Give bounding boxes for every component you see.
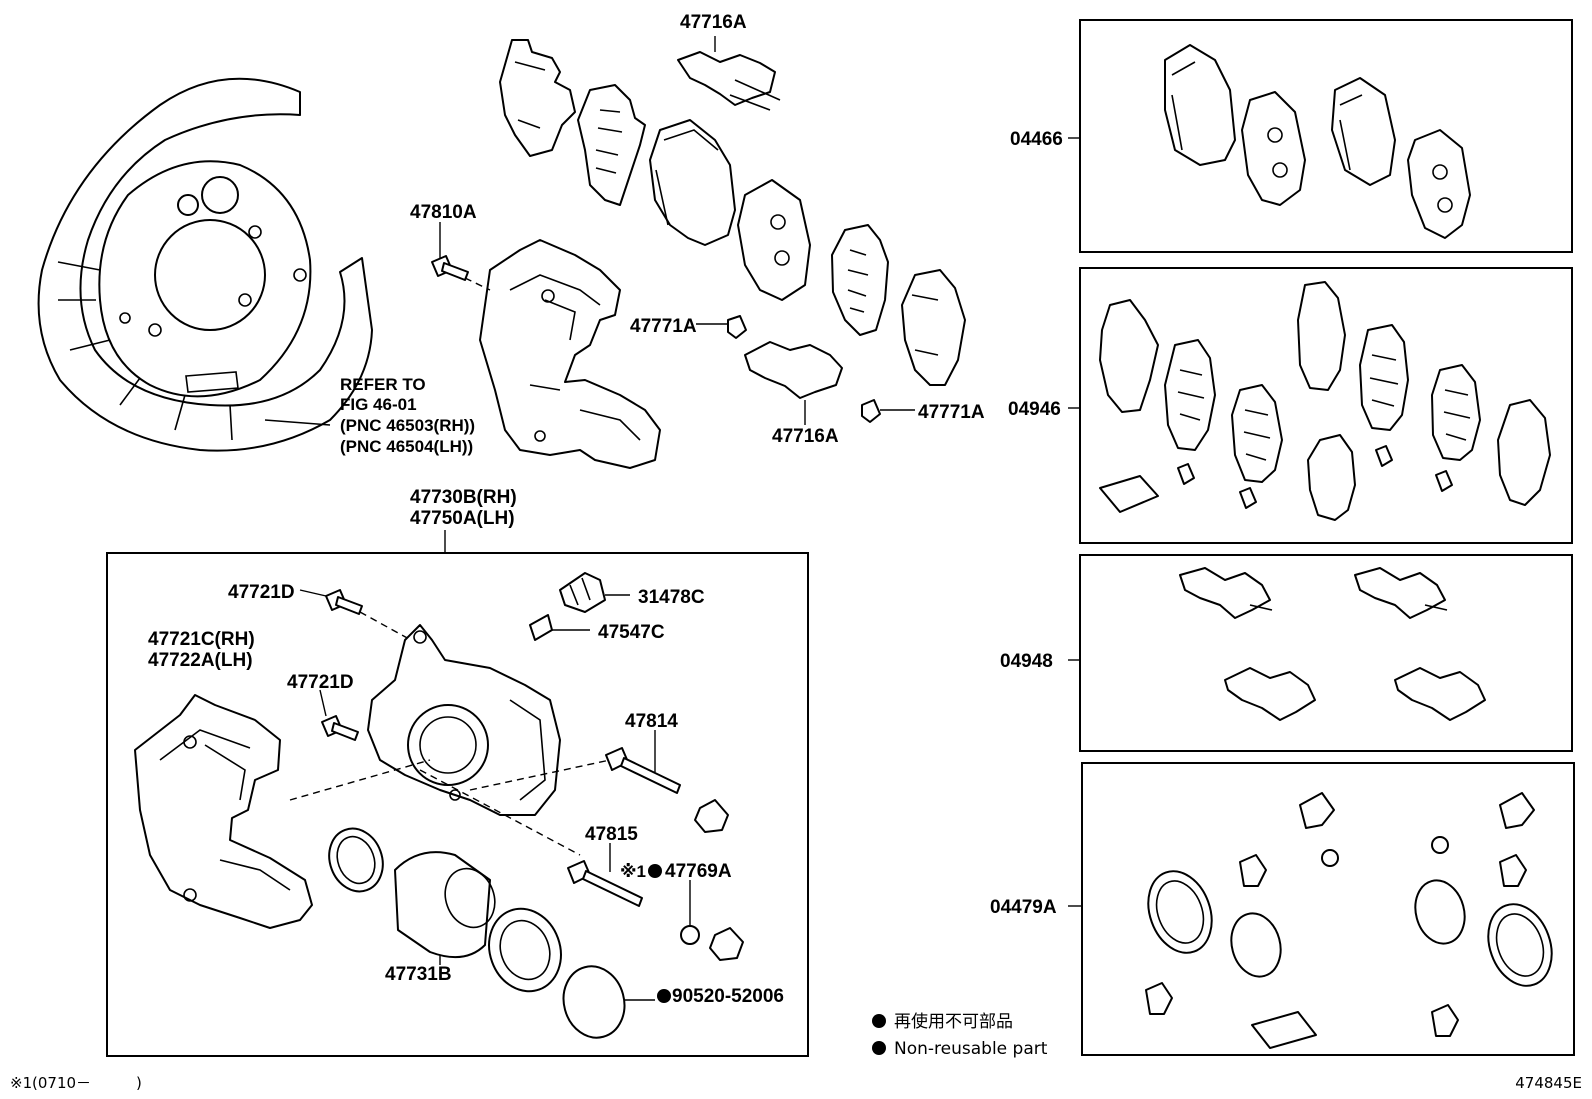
label-47769A: 47769A — [665, 861, 732, 882]
kit-04479A-frame — [1081, 762, 1575, 1056]
label-47771A-right: 47771A — [918, 402, 985, 423]
label-47750A: 47750A(LH) — [410, 508, 515, 529]
label-kit-04948: 04948 — [1000, 651, 1053, 672]
legend: 再使用不可部品 Non-reusable part — [872, 1011, 1048, 1059]
kit-04946-illustration — [1099, 281, 1551, 521]
label-31478C: 31478C — [638, 587, 705, 608]
kit-04479A-illustration — [1145, 792, 1553, 1049]
label-47731B: 47731B — [385, 964, 452, 985]
legend-japanese: 再使用不可部品 — [894, 1011, 1013, 1032]
label-47716A-top: 47716A — [680, 12, 747, 33]
label-47730B: 47730B(RH) — [410, 487, 517, 508]
non-reusable-dot-47769A — [648, 864, 662, 878]
non-reusable-dot-90520 — [657, 989, 671, 1003]
shield-refer-line-1: REFER TO — [340, 375, 426, 394]
kit-04946-frame — [1079, 267, 1573, 544]
shield-refer-line-2: FIG 46-01 — [340, 395, 417, 414]
label-47814: 47814 — [625, 711, 678, 732]
legend-dot-en — [872, 1041, 886, 1055]
label-47815: 47815 — [585, 824, 638, 845]
kit-04948-frame — [1079, 554, 1573, 752]
caliper-assy-illustration — [134, 572, 744, 1039]
legend-dot-jp — [872, 1014, 886, 1028]
label-47769A-mark: ※1 — [620, 862, 646, 881]
legend-english: Non-reusable part — [894, 1039, 1048, 1059]
figure-id: 474845E — [1515, 1074, 1582, 1092]
dust-shield-illustration — [37, 77, 373, 452]
label-47721C: 47721C(RH) — [148, 629, 255, 650]
label-47810A: 47810A — [410, 202, 477, 223]
mounting-bracket-illustration — [431, 222, 661, 469]
label-47547C: 47547C — [598, 622, 665, 643]
pad-set-illustration — [499, 36, 966, 425]
caliper-assy-frame — [106, 552, 809, 1057]
label-47716A-bottom: 47716A — [772, 426, 839, 447]
kit-04466-frame — [1079, 19, 1573, 253]
label-47771A-left: 47771A — [630, 316, 697, 337]
label-47721D-mid: 47721D — [287, 672, 354, 693]
label-kit-04479A: 04479A — [990, 897, 1057, 918]
kit-04948-illustration — [1179, 567, 1486, 721]
label-kit-04466: 04466 — [1010, 129, 1063, 150]
label-90520: 90520-52006 — [672, 986, 784, 1007]
footnote-mark: ※1 — [10, 1074, 32, 1092]
footnote-range: (0710－ ) — [32, 1074, 142, 1092]
label-kit-04946: 04946 — [1008, 399, 1061, 420]
shield-refer-line-4: (PNC 46504(LH)) — [340, 437, 473, 456]
kit-04466-illustration — [1164, 44, 1471, 239]
label-47721D-top: 47721D — [228, 582, 295, 603]
shield-refer-line-3: (PNC 46503(RH)) — [340, 416, 475, 435]
label-47722A: 47722A(LH) — [148, 650, 253, 671]
